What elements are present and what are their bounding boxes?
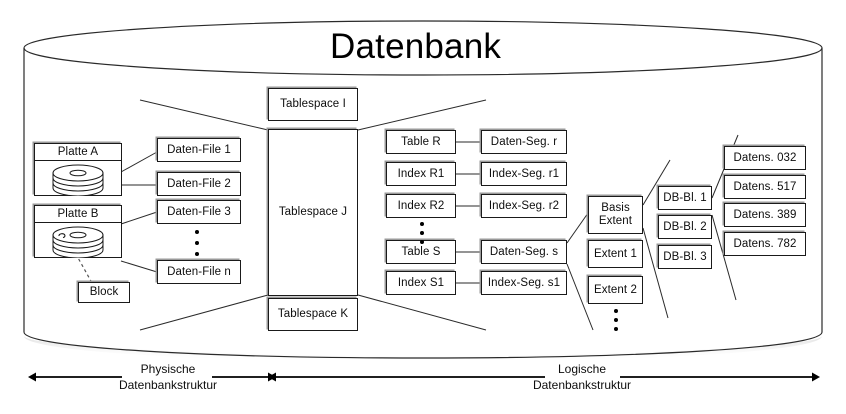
page-title: Datenbank: [330, 27, 502, 66]
object-table-s[interactable]: Table S: [386, 240, 456, 264]
logical-structure-label: Logische Datenbankstruktur: [518, 362, 646, 393]
physical-structure-line2: Datenbankstruktur: [118, 377, 218, 392]
disk-platte-a-label: Platte A: [35, 144, 121, 161]
segment-index-seg-r2[interactable]: Index-Seg. r2: [481, 194, 567, 218]
datafile-2[interactable]: Daten-File 2: [157, 172, 241, 196]
object-index-r2[interactable]: Index R2: [386, 194, 456, 218]
object-table-r[interactable]: Table R: [386, 130, 456, 154]
disk-platter-icon: [35, 223, 121, 258]
datafile-n[interactable]: Daten-File n: [157, 260, 241, 284]
object-ellipsis: [419, 222, 424, 244]
disk-platte-b[interactable]: Platte B: [34, 205, 122, 258]
logical-structure-line1: Logische: [557, 362, 607, 376]
object-index-s1[interactable]: Index S1: [386, 271, 456, 295]
physical-structure-label: Physische Datenbankstruktur: [104, 362, 232, 393]
physical-structure-line1: Physische: [140, 362, 196, 376]
db-block-3[interactable]: DB-Bl. 3: [658, 245, 712, 269]
extent-basis[interactable]: Basis Extent: [588, 196, 643, 234]
db-block-2[interactable]: DB-Bl. 2: [658, 215, 712, 239]
tablespace-i[interactable]: Tablespace I: [268, 88, 358, 121]
segment-daten-seg-s[interactable]: Daten-Seg. s: [481, 240, 567, 264]
datafile-to-tablespace-connectors: [139, 99, 269, 331]
extent-2[interactable]: Extent 2: [588, 276, 643, 304]
disk-platter-icon: [35, 161, 121, 196]
tablespace-j[interactable]: Tablespace J: [268, 129, 358, 296]
extent-to-block-connectors: [642, 159, 671, 319]
datafile-ellipsis: [194, 230, 199, 256]
datafile-1[interactable]: Daten-File 1: [157, 138, 241, 162]
disk-platte-a[interactable]: Platte A: [34, 143, 122, 196]
tablespace-to-object-connectors: [357, 99, 487, 331]
record-517[interactable]: Datens. 517: [724, 175, 806, 199]
extent-1[interactable]: Extent 1: [588, 240, 643, 268]
extent-basis-line1: Basis: [601, 202, 630, 215]
logical-structure-line2: Datenbankstruktur: [532, 377, 632, 392]
disk-platte-b-label: Platte B: [35, 206, 121, 223]
db-block-1[interactable]: DB-Bl. 1: [658, 186, 712, 210]
object-index-r1[interactable]: Index R1: [386, 162, 456, 186]
record-782[interactable]: Datens. 782: [724, 232, 806, 256]
segment-index-seg-s1[interactable]: Index-Seg. s1: [481, 271, 567, 295]
datafile-3[interactable]: Daten-File 3: [157, 200, 241, 224]
record-389[interactable]: Datens. 389: [724, 203, 806, 227]
tablespace-k[interactable]: Tablespace K: [268, 298, 358, 331]
extent-ellipsis: [613, 309, 618, 331]
record-032[interactable]: Datens. 032: [724, 146, 806, 170]
disk-to-datafile-connectors: [120, 151, 158, 273]
segment-index-seg-r1[interactable]: Index-Seg. r1: [481, 162, 567, 186]
segment-daten-seg-r[interactable]: Daten-Seg. r: [481, 130, 567, 154]
cylinder-shadow: [24, 336, 822, 362]
database-cylinder: [23, 20, 823, 359]
extent-basis-line2: Extent: [598, 215, 633, 227]
block-box[interactable]: Block: [78, 282, 130, 303]
object-to-segment-connectors: [456, 141, 481, 284]
